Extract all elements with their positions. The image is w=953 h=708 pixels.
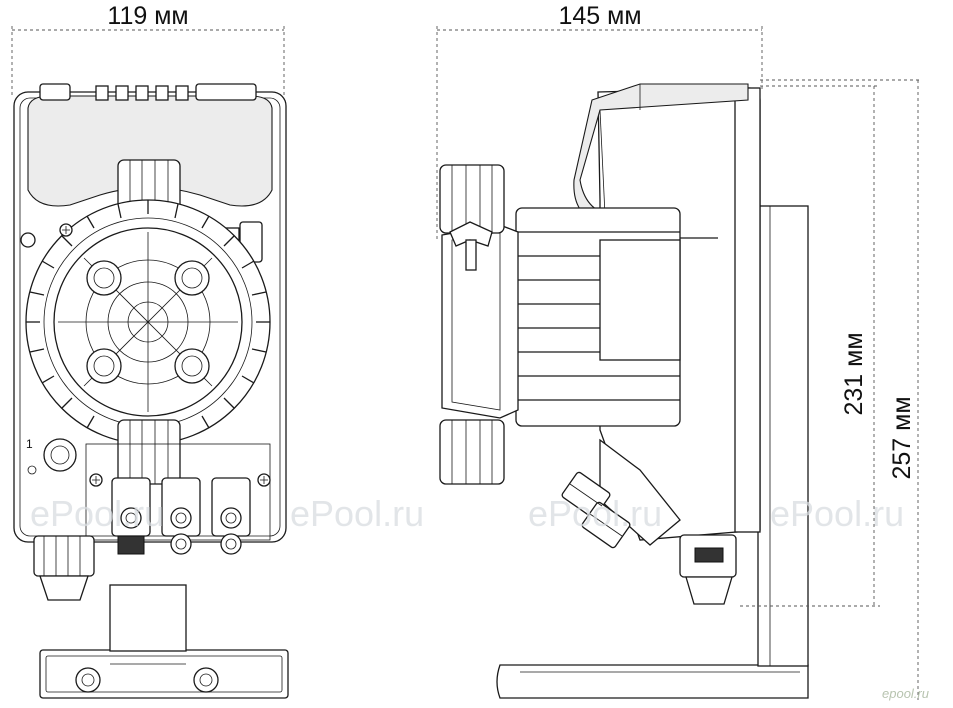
dimension-lines [11,26,920,700]
watermark-3: ePool.ru [528,493,662,534]
cooling-fins [26,200,270,429]
watermark-1: ePool.ru [30,493,164,534]
side-view [439,83,809,699]
total-height-label: 257 мм [888,396,916,479]
front-label-1: 1 [26,437,33,451]
body-height-label: 231 мм [840,332,868,415]
front-view: 1 [13,83,289,699]
side-glands [561,471,631,549]
site-logo: epool.ru [882,686,929,701]
watermark-4: ePool.ru [770,493,904,534]
side-depth-label: 145 мм [558,2,641,30]
watermark-2: ePool.ru [290,493,424,534]
lid-clips [39,83,257,101]
cable-glands [111,477,251,555]
front-width-label: 119 мм [107,2,188,30]
